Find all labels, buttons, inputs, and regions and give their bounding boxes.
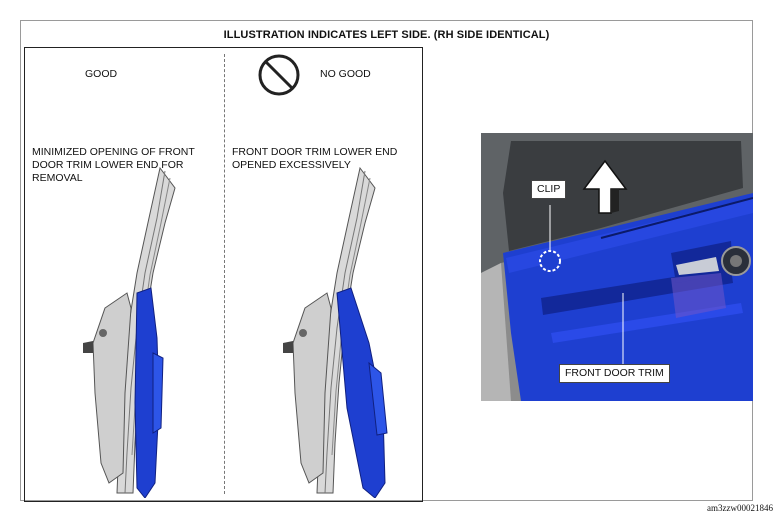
clip-marker [539, 205, 561, 272]
up-arrow-icon [582, 159, 628, 214]
prohibited-icon [258, 54, 300, 96]
good-door-illustration [83, 166, 176, 498]
front-door-trim-label: FRONT DOOR TRIM [559, 364, 670, 383]
illustration-title: ILLUSTRATION INDICATES LEFT SIDE. (RH SI… [223, 29, 550, 41]
clip-label: CLIP [531, 180, 567, 199]
panel-divider [224, 54, 225, 494]
nogood-description: FRONT DOOR TRIM LOWER END OPENED EXCESSI… [232, 146, 398, 171]
comparison-box: GOOD MINIMIZED OPENING OF FRONT DOOR TRI… [24, 47, 423, 502]
door-trim-drawing [336, 287, 388, 498]
door-frame-drawing [83, 166, 176, 494]
good-label: GOOD [85, 68, 118, 80]
door-trim-drawing [134, 287, 164, 498]
nogood-label: NO GOOD [320, 68, 371, 80]
document-id: am3zzw00021846 [707, 503, 773, 513]
door-trim-photo [481, 133, 753, 401]
good-description: MINIMIZED OPENING OF FRONT DOOR TRIM LOW… [32, 146, 195, 184]
door-frame-drawing [283, 166, 376, 494]
nogood-door-illustration [283, 166, 388, 498]
